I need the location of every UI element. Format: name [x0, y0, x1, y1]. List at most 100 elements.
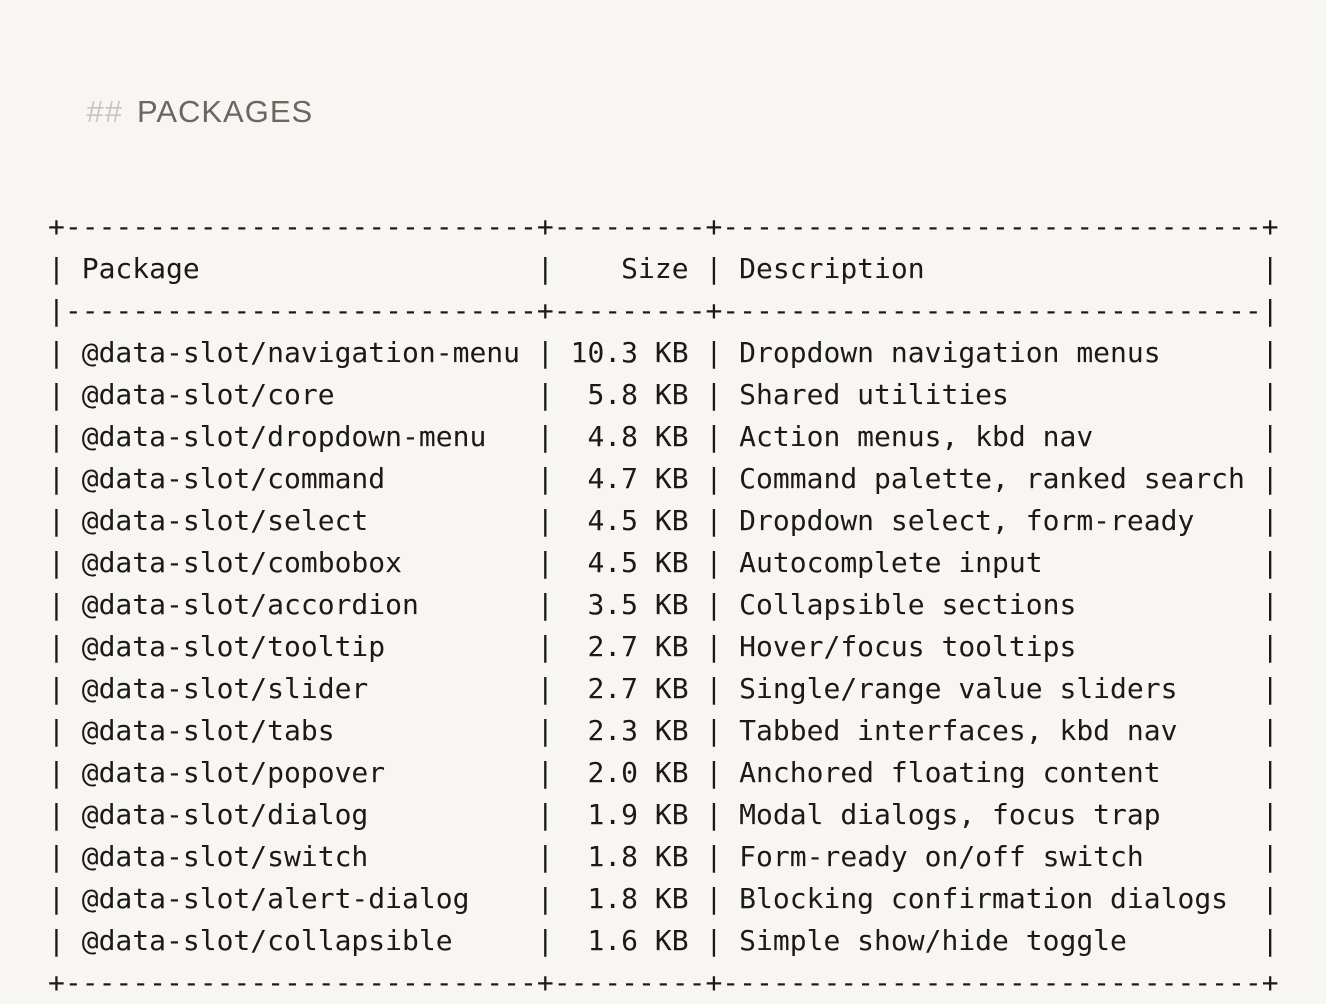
package-cell: @data-slot/command: [64, 462, 537, 495]
table-row: | @data-slot/collapsible | 1.6 KB | Simp…: [48, 920, 1326, 962]
package-cell: @data-slot/slider: [64, 672, 537, 705]
table-border-pipe: |: [536, 336, 554, 369]
table-row: | @data-slot/dialog | 1.9 KB | Modal dia…: [48, 794, 1326, 836]
table-border-pipe: |: [1261, 714, 1279, 747]
column-header-package: Package: [64, 252, 537, 285]
table-border-pipe: |: [1261, 546, 1279, 579]
package-cell: @data-slot/tabs: [64, 714, 537, 747]
package-cell: @data-slot/tooltip: [64, 630, 537, 663]
page-title: PACKAGES: [136, 94, 314, 129]
table-bottom-border: +----------------------------+---------+…: [48, 966, 1279, 999]
size-cell: 4.5 KB: [553, 504, 706, 537]
table-border-pipe: |: [705, 714, 723, 747]
package-cell: @data-slot/alert-dialog: [64, 882, 537, 915]
description-cell: Autocomplete input: [722, 546, 1262, 579]
size-cell: 2.0 KB: [553, 756, 706, 789]
table-border-pipe: |: [48, 630, 65, 663]
size-cell: 2.7 KB: [553, 630, 706, 663]
table-border-pipe: |: [48, 798, 65, 831]
table-row: | @data-slot/accordion | 3.5 KB | Collap…: [48, 584, 1326, 626]
description-cell: Shared utilities: [722, 378, 1262, 411]
description-cell: Dropdown select, form-ready: [722, 504, 1262, 537]
table-border-pipe: |: [536, 840, 554, 873]
markdown-hash-prefix: ##: [86, 94, 123, 129]
page-heading: ## PACKAGES: [48, 52, 1326, 172]
table-border-pipe: |: [705, 672, 723, 705]
description-cell: Action menus, kbd nav: [722, 420, 1262, 453]
table-border-pipe: |: [48, 714, 65, 747]
package-cell: @data-slot/collapsible: [64, 924, 537, 957]
table-border-pipe: |: [536, 252, 554, 285]
table-border-pipe: |: [705, 840, 723, 873]
table-border-pipe: |: [705, 504, 723, 537]
table-border-pipe: |: [705, 588, 723, 621]
description-cell: Single/range value sliders: [722, 672, 1262, 705]
table-row: | @data-slot/tooltip | 2.7 KB | Hover/fo…: [48, 626, 1326, 668]
table-border-pipe: |: [705, 252, 723, 285]
package-cell: @data-slot/navigation-menu: [64, 336, 537, 369]
table-border-pipe: |: [536, 672, 554, 705]
description-cell: Hover/focus tooltips: [722, 630, 1262, 663]
size-cell: 10.3 KB: [553, 336, 706, 369]
size-cell: 1.6 KB: [553, 924, 706, 957]
description-cell: Form-ready on/off switch: [722, 840, 1262, 873]
table-border-pipe: |: [705, 798, 723, 831]
description-cell: Dropdown navigation menus: [722, 336, 1262, 369]
packages-table: +----------------------------+---------+…: [48, 206, 1326, 1004]
package-cell: @data-slot/select: [64, 504, 537, 537]
column-header-size: Size: [553, 252, 706, 285]
package-cell: @data-slot/popover: [64, 756, 537, 789]
size-cell: 4.8 KB: [553, 420, 706, 453]
description-cell: Blocking confirmation dialogs: [722, 882, 1262, 915]
table-row: | @data-slot/select | 4.5 KB | Dropdown …: [48, 500, 1326, 542]
table-border-pipe: |: [705, 462, 723, 495]
table-border-pipe: |: [1261, 378, 1279, 411]
table-row: | @data-slot/navigation-menu | 10.3 KB |…: [48, 332, 1326, 374]
table-border-pipe: |: [705, 378, 723, 411]
description-cell: Command palette, ranked search: [722, 462, 1262, 495]
table-border-pipe: |: [536, 882, 554, 915]
size-cell: 5.8 KB: [553, 378, 706, 411]
table-header-separator: |----------------------------+---------+…: [48, 294, 1279, 327]
description-cell: Collapsible sections: [722, 588, 1262, 621]
table-border-pipe: |: [705, 420, 723, 453]
table-border-pipe: |: [48, 336, 65, 369]
table-row: | @data-slot/alert-dialog | 1.8 KB | Blo…: [48, 878, 1326, 920]
description-cell: Modal dialogs, focus trap: [722, 798, 1262, 831]
table-row: | @data-slot/core | 5.8 KB | Shared util…: [48, 374, 1326, 416]
description-cell: Tabbed interfaces, kbd nav: [722, 714, 1262, 747]
size-cell: 4.5 KB: [553, 546, 706, 579]
table-border-pipe: |: [48, 756, 65, 789]
table-border-pipe: |: [1261, 798, 1279, 831]
size-cell: 1.8 KB: [553, 840, 706, 873]
table-border-pipe: |: [48, 420, 65, 453]
table-border-pipe: |: [705, 756, 723, 789]
table-border-pipe: |: [536, 462, 554, 495]
size-cell: 3.5 KB: [553, 588, 706, 621]
table-border-pipe: |: [1261, 504, 1279, 537]
table-header-row: | Package | Size | Description |: [48, 248, 1326, 290]
table-border-pipe: |: [48, 252, 65, 285]
size-cell: 4.7 KB: [553, 462, 706, 495]
table-border-pipe: |: [536, 546, 554, 579]
table-border-pipe: |: [1261, 252, 1279, 285]
table-row: | @data-slot/popover | 2.0 KB | Anchored…: [48, 752, 1326, 794]
table-border-pipe: |: [48, 924, 65, 957]
table-border-pipe: |: [1261, 672, 1279, 705]
table-border-pipe: |: [536, 378, 554, 411]
table-border-pipe: |: [1261, 588, 1279, 621]
description-cell: Anchored floating content: [722, 756, 1262, 789]
table-border-pipe: |: [48, 462, 65, 495]
table-row: | @data-slot/switch | 1.8 KB | Form-read…: [48, 836, 1326, 878]
size-cell: 1.9 KB: [553, 798, 706, 831]
table-border-pipe: |: [1261, 630, 1279, 663]
table-border-pipe: |: [48, 504, 65, 537]
table-border-pipe: |: [1261, 924, 1279, 957]
table-border-pipe: |: [705, 882, 723, 915]
table-border-pipe: |: [1261, 420, 1279, 453]
table-row: | @data-slot/dropdown-menu | 4.8 KB | Ac…: [48, 416, 1326, 458]
table-row: | @data-slot/command | 4.7 KB | Command …: [48, 458, 1326, 500]
table-border-pipe: |: [1261, 462, 1279, 495]
table-border-pipe: |: [705, 630, 723, 663]
